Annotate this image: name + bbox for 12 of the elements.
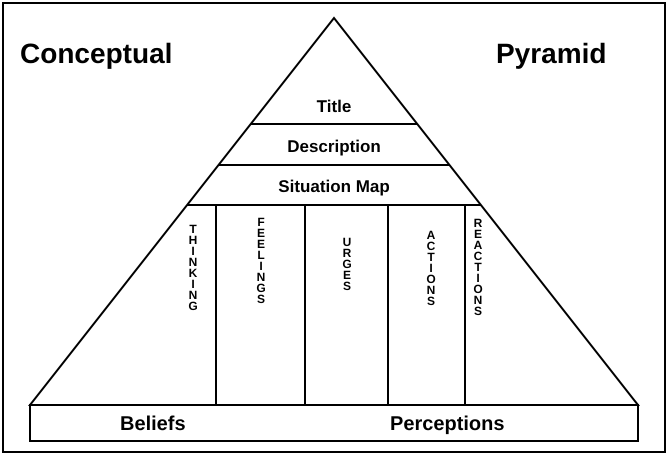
heading-text: Conceptual xyxy=(20,38,172,70)
heading-text: Pyramid xyxy=(496,38,606,70)
column-label: ACTIONS xyxy=(424,228,438,305)
tier-label: Situation Map xyxy=(214,177,454,197)
column-label: THINKING xyxy=(186,222,200,310)
column-label: FEELINGS xyxy=(254,215,268,303)
column-label: URGES xyxy=(340,235,354,290)
tier-label: Description xyxy=(244,137,424,157)
base-label: Perceptions xyxy=(390,413,504,436)
tier-label: Title xyxy=(284,97,384,117)
column-label: REACTIONS xyxy=(471,216,485,315)
base-label: Beliefs xyxy=(120,413,186,436)
